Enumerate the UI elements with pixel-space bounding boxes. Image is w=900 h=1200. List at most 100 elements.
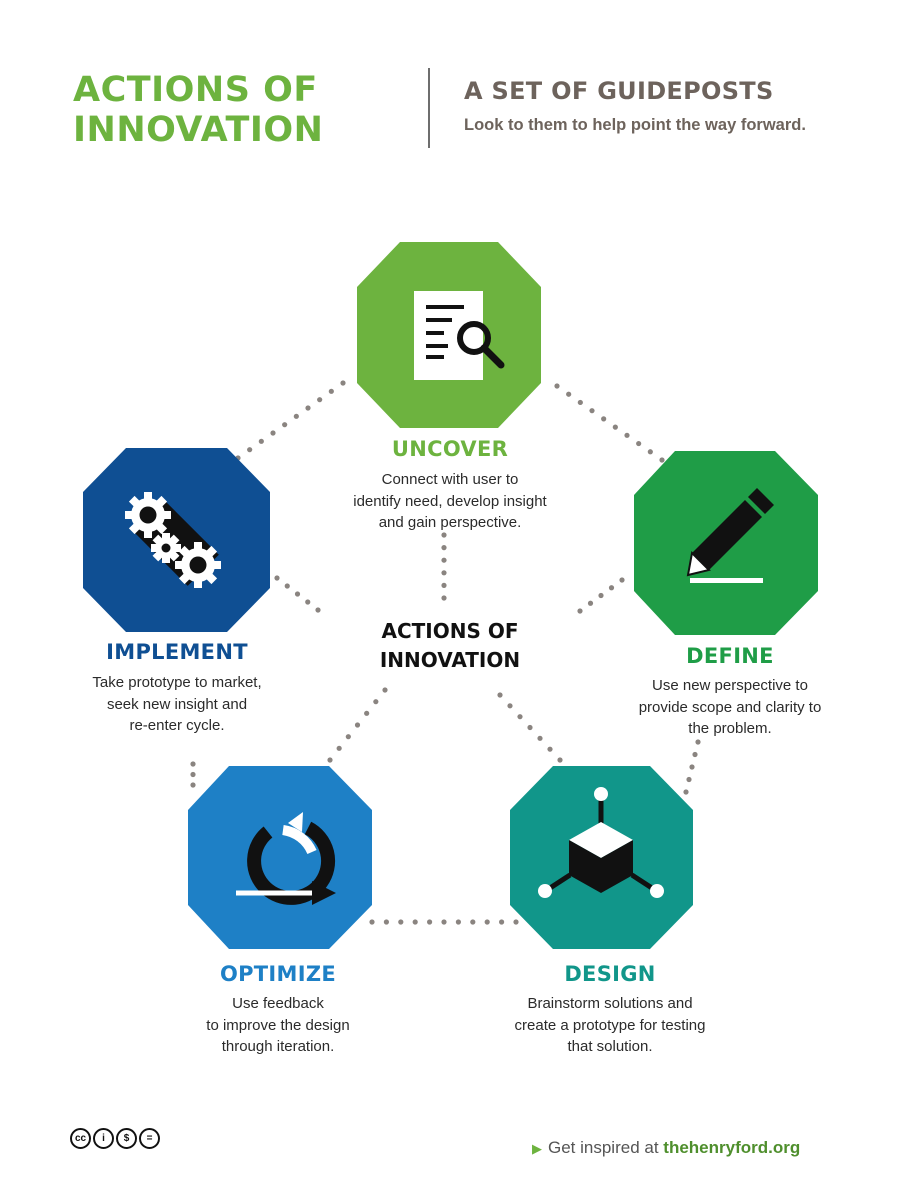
subtitle: A SET OF GUIDEPOSTS bbox=[464, 77, 774, 105]
design-desc-line3: that solution. bbox=[567, 1038, 653, 1055]
gear-icon bbox=[151, 533, 181, 563]
connector-dot bbox=[589, 408, 595, 414]
header-divider bbox=[428, 68, 430, 148]
connector-dot bbox=[412, 919, 418, 925]
connector-dot bbox=[383, 919, 389, 925]
center-title: ACTIONS OF INNOVATION bbox=[340, 617, 560, 675]
connector-dot bbox=[345, 734, 351, 740]
connector-dot bbox=[647, 449, 653, 455]
connector-dot bbox=[517, 714, 523, 720]
gear-icon bbox=[125, 492, 171, 538]
connector-dot bbox=[601, 416, 607, 422]
connector-dot bbox=[327, 757, 333, 763]
play-arrow-icon: ▶ bbox=[532, 1141, 542, 1156]
uncover-desc-line3: and gain perspective. bbox=[378, 514, 522, 531]
connector-dot bbox=[598, 592, 604, 599]
connector-dot bbox=[484, 919, 490, 925]
connector-dot bbox=[247, 447, 253, 453]
page-title-line1: ACTIONS OF bbox=[73, 70, 318, 110]
design-label-text: DESIGN bbox=[564, 962, 656, 986]
connector-dot bbox=[686, 776, 692, 783]
connector-dot bbox=[369, 919, 375, 925]
connector-dot bbox=[612, 424, 618, 430]
nc-icon: $ bbox=[116, 1128, 137, 1149]
connector-dot bbox=[577, 608, 583, 614]
connector-dot bbox=[608, 585, 615, 591]
tagline: Look to them to help point the way forwa… bbox=[464, 116, 806, 134]
pencil-icon bbox=[686, 488, 774, 583]
connector-dot bbox=[317, 397, 323, 403]
connector-dot bbox=[270, 430, 276, 436]
connector-dot bbox=[258, 438, 264, 444]
connector-dot bbox=[587, 600, 594, 606]
connector-dot bbox=[441, 570, 447, 576]
design-desc-line2: create a prototype for testing bbox=[514, 1016, 706, 1034]
connector-dot bbox=[513, 919, 519, 925]
footer-prefix: Get inspired at bbox=[548, 1138, 659, 1157]
connector-dot bbox=[683, 789, 689, 795]
connector-dot bbox=[441, 595, 447, 601]
connector-dot bbox=[499, 919, 505, 925]
connector-dot bbox=[441, 545, 447, 551]
define-desc-line1: Use new perspective to bbox=[652, 677, 808, 694]
define-octagon bbox=[634, 451, 818, 635]
define-label-text: DEFINE bbox=[686, 644, 774, 668]
connector-dot bbox=[692, 751, 698, 758]
gears-icon bbox=[125, 492, 221, 588]
connector-dot bbox=[441, 582, 447, 589]
cube-network-icon bbox=[538, 787, 664, 898]
gear-icon bbox=[175, 542, 221, 588]
connector-dot bbox=[507, 703, 513, 709]
connector-dot bbox=[427, 919, 433, 925]
design-desc-line1: Brainstorm solutions and bbox=[527, 995, 693, 1012]
uncover-octagon bbox=[357, 242, 541, 428]
license-badges: cc i $ = bbox=[70, 1128, 160, 1149]
connector-dot bbox=[636, 440, 642, 447]
connector-dot bbox=[695, 739, 701, 745]
center-title-line1: ACTIONS OF bbox=[381, 619, 519, 643]
connector-dot bbox=[398, 919, 404, 925]
design-octagon bbox=[510, 766, 693, 949]
stage-label-uncover: UNCOVER bbox=[340, 437, 560, 461]
page-title: ACTIONS OF INNOVATION bbox=[73, 70, 323, 150]
define-desc-line3: the problem. bbox=[688, 720, 772, 737]
connector-dot bbox=[554, 383, 560, 389]
connector-dot bbox=[315, 607, 321, 613]
cycle-arrow-icon bbox=[236, 812, 336, 905]
connector-dot bbox=[547, 746, 553, 752]
connector-dot bbox=[689, 764, 695, 770]
connector-dot bbox=[305, 599, 311, 605]
implement-octagon bbox=[83, 448, 270, 632]
connector-dot bbox=[354, 722, 361, 728]
optimize-desc-line1: Use feedback bbox=[232, 995, 324, 1012]
connector-dot bbox=[441, 919, 447, 925]
connector-dot bbox=[441, 557, 447, 563]
connector-dot bbox=[274, 575, 280, 581]
connector-dot bbox=[282, 422, 288, 428]
connector-dot bbox=[659, 457, 665, 463]
connector-dot bbox=[441, 532, 447, 538]
connector-dot bbox=[340, 380, 346, 386]
connector-dot bbox=[624, 432, 630, 438]
connector-dot bbox=[497, 692, 503, 698]
connector-dot bbox=[364, 710, 370, 716]
connector-dot bbox=[328, 388, 334, 394]
connector-dot bbox=[577, 399, 583, 406]
optimize-desc-line3: through iteration. bbox=[221, 1038, 335, 1055]
connector-dot bbox=[336, 745, 342, 751]
stage-desc-implement: Take prototype to market, seek new insig… bbox=[57, 672, 297, 737]
connector-dot bbox=[190, 761, 196, 767]
connector-dot bbox=[294, 591, 301, 597]
stage-desc-design: Brainstorm solutions and create a protot… bbox=[480, 993, 740, 1058]
stage-label-define: DEFINE bbox=[620, 644, 840, 668]
implement-label-text: IMPLEMENT bbox=[106, 640, 248, 664]
connector-dot bbox=[455, 919, 461, 925]
connector-dot bbox=[293, 413, 299, 419]
optimize-label-text: OPTIMIZE bbox=[219, 962, 337, 986]
page-title-line2: INNOVATION bbox=[73, 110, 324, 150]
connector-dot bbox=[566, 391, 572, 397]
footer-site: thehenryford.org bbox=[663, 1138, 801, 1157]
uncover-desc-line1: Connect with user to bbox=[381, 471, 519, 488]
footer-link[interactable]: ▶ Get inspired at thehenryford.org bbox=[532, 1138, 800, 1158]
connector-dot bbox=[190, 782, 196, 788]
